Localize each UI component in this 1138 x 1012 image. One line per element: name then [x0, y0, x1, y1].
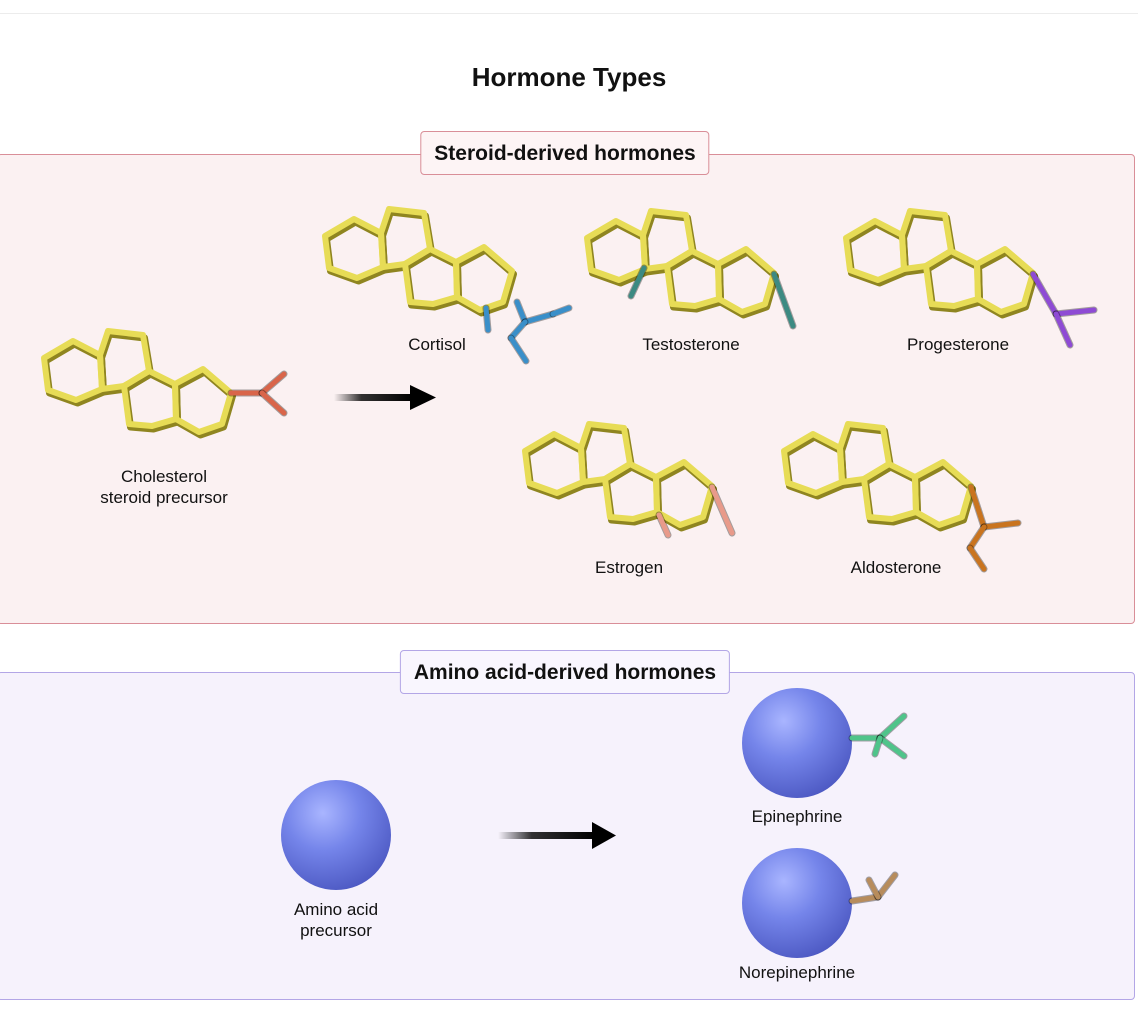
- estrogen-molecule: [525, 424, 736, 539]
- steroid-section-heading: Steroid-derived hormones: [420, 131, 710, 175]
- aldosterone-molecule: [784, 424, 1022, 573]
- epinephrine-molecule: [742, 688, 908, 798]
- amino-acid-label: Amino acid precursor: [236, 899, 436, 941]
- amino-arrow: [498, 822, 616, 849]
- norepinephrine-label: Norepinephrine: [738, 963, 856, 982]
- amino-section-heading: Amino acid-derived hormones: [399, 650, 731, 694]
- norepinephrine-molecule: [742, 848, 899, 958]
- progesterone-molecule: [846, 211, 1098, 349]
- amino-acid-label-line2: precursor: [300, 921, 372, 940]
- progesterone-label: Progesterone: [906, 335, 1010, 354]
- steroid-arrow: [334, 385, 436, 410]
- estrogen-label: Estrogen: [594, 558, 664, 577]
- cholesterol-label-line1: Cholesterol: [121, 467, 207, 486]
- top-divider: [0, 13, 1138, 14]
- aldosterone-label: Aldosterone: [850, 558, 942, 577]
- cortisol-label: Cortisol: [408, 335, 466, 354]
- epinephrine-label: Epinephrine: [751, 807, 843, 826]
- testosterone-molecule: [587, 211, 797, 330]
- page-title: Hormone Types: [471, 62, 667, 92]
- testosterone-label: Testosterone: [642, 335, 740, 354]
- cortisol-molecule: [325, 209, 573, 365]
- cholesterol-label: Cholesterol steroid precursor: [64, 466, 264, 508]
- amino-acid-label-line1: Amino acid: [293, 900, 379, 919]
- cholesterol-molecule: [44, 331, 288, 435]
- amino-acid-sphere: [281, 780, 391, 890]
- cholesterol-label-line2: steroid precursor: [100, 488, 228, 507]
